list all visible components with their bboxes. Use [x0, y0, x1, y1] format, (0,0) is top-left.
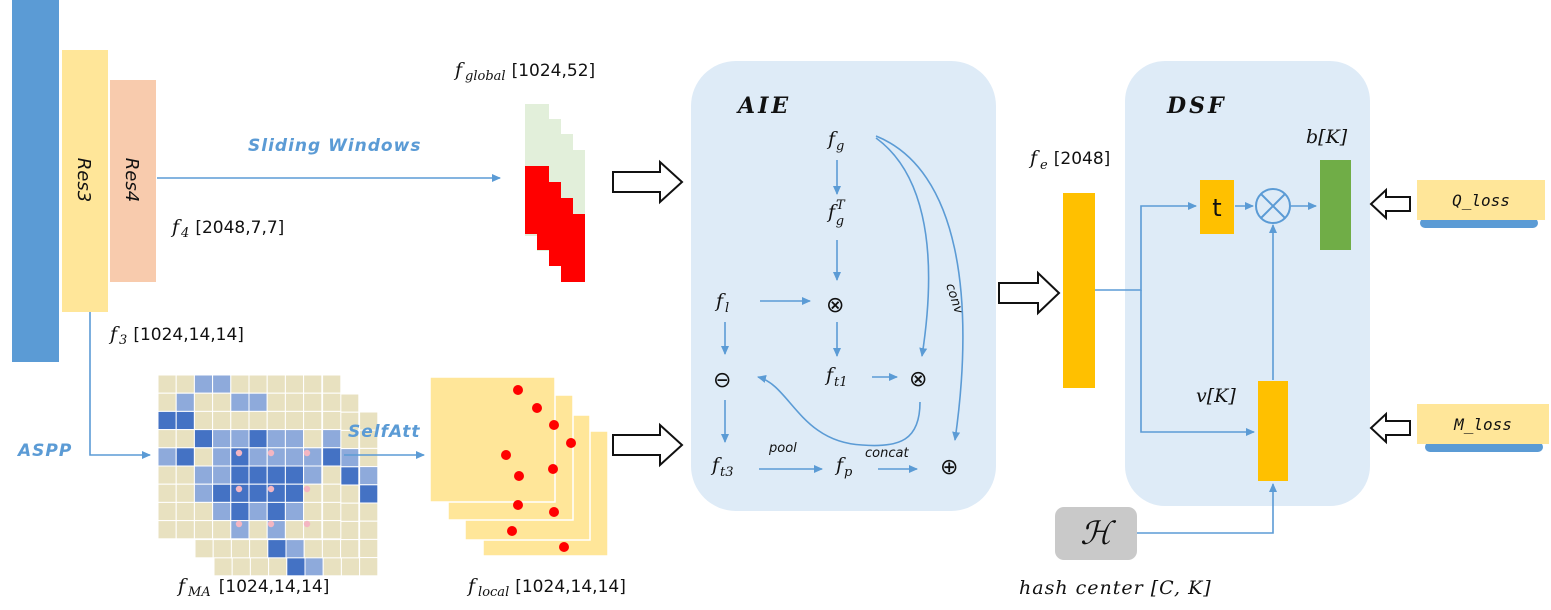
b-block — [1320, 160, 1351, 250]
f-e-bar — [1063, 193, 1095, 388]
hash-to-v-arrow — [1137, 483, 1277, 534]
hash-center-box — [1055, 507, 1137, 560]
hash-symbol: ℋ — [1080, 514, 1116, 552]
aspp-label: ASPP — [16, 441, 72, 461]
node-ft1: ft1 — [824, 364, 848, 390]
hollow-arrow-local — [612, 422, 684, 468]
res4-label: Res4 — [121, 158, 142, 202]
b-k-label: b[K] — [1306, 126, 1348, 148]
q-loss-hollow-arrow — [1369, 187, 1411, 221]
hash-center-label: hash center [C, K] — [1019, 577, 1212, 599]
t-block-label: t — [1212, 194, 1221, 222]
node-otimes-2: ⊗ — [909, 367, 927, 392]
hollow-arrow-global — [612, 159, 684, 205]
m-loss-box — [1417, 404, 1549, 444]
q-loss-underline — [1420, 218, 1538, 228]
t-block — [1200, 180, 1234, 234]
f-global-stack — [525, 104, 585, 282]
v-k-label: v[K] — [1196, 385, 1236, 407]
fe-split-arrows — [1095, 202, 1197, 291]
edge-label-concat: concat — [865, 446, 909, 461]
dsf-title: DSF — [1166, 93, 1227, 119]
self-att-label: SelfAtt — [348, 422, 420, 442]
m-loss-hollow-arrow — [1369, 411, 1411, 445]
q-loss-label: Q_loss — [1452, 191, 1510, 210]
edge-label-pool: pool — [768, 441, 797, 456]
res3-block — [62, 50, 108, 312]
backbone-bar — [12, 0, 59, 362]
node-oplus: ⊕ — [940, 455, 958, 480]
node-ominus: ⊖ — [713, 368, 731, 393]
aspp-arrow — [89, 312, 151, 459]
node-ft3: ft3 — [710, 454, 734, 480]
aie-flow-arrows — [721, 135, 964, 473]
aie-panel — [691, 61, 996, 511]
dsf-panel — [1125, 61, 1370, 506]
node-otimes-1: ⊗ — [826, 293, 844, 318]
fe-to-v-arrow — [1140, 290, 1255, 436]
v-block — [1258, 381, 1288, 481]
q-loss-box — [1417, 180, 1545, 220]
aie-title: AIE — [736, 93, 791, 119]
res4-block — [110, 80, 156, 282]
m-loss-label: M_loss — [1453, 415, 1512, 434]
res3-label: Res3 — [73, 158, 94, 202]
f-ma-grid-stack — [157, 374, 379, 577]
sliding-windows-label: Sliding Windows — [248, 136, 421, 156]
m-loss-underline — [1425, 442, 1543, 452]
node-fp: fp — [834, 454, 853, 480]
node-fg: fg — [826, 128, 844, 154]
dsf-otimes — [1255, 188, 1291, 224]
hollow-arrow-aie-out — [998, 270, 1061, 316]
f-local-stack — [429, 376, 609, 557]
